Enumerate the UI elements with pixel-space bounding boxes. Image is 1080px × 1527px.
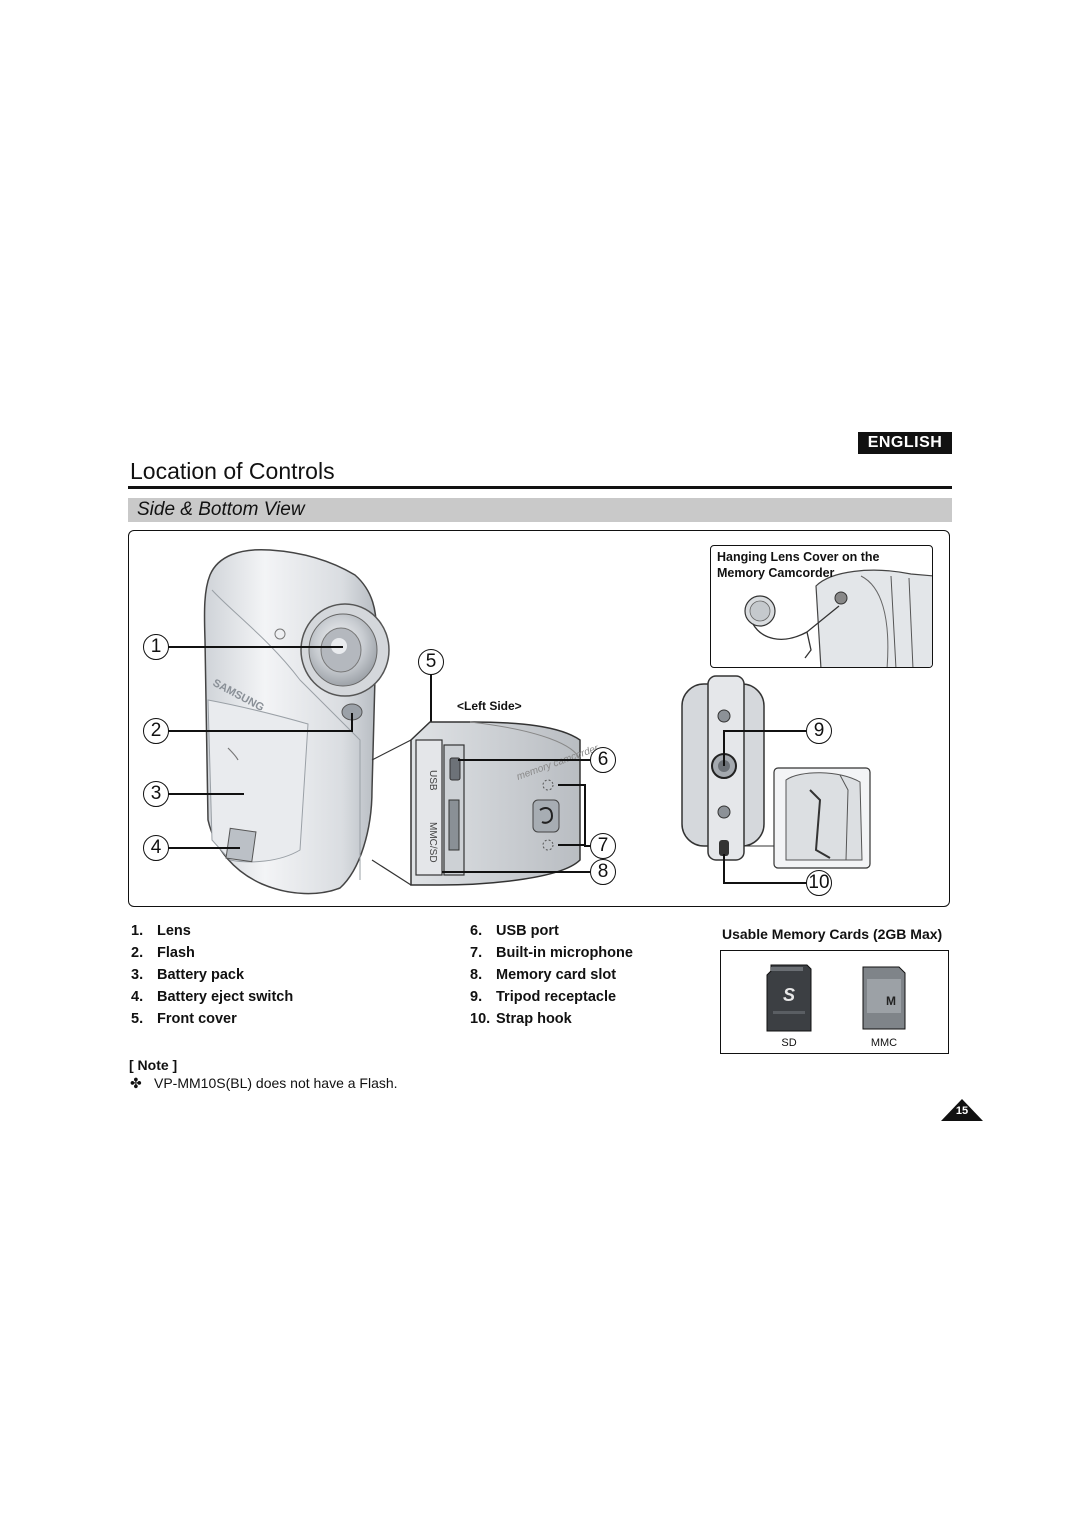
part-label: Flash <box>157 945 195 961</box>
language-badge: ENGLISH <box>858 432 952 454</box>
svg-text:M: M <box>886 994 896 1008</box>
part-label: Lens <box>157 923 191 939</box>
note-bullet-icon: ✤ <box>130 1075 142 1091</box>
lens-cover-illustration <box>744 569 932 667</box>
mmc-card-label: MMC <box>870 1037 898 1049</box>
list-item: 3.Battery pack <box>131 967 245 983</box>
list-item: 7.Built-in microphone <box>470 945 633 961</box>
parts-list-left: 1.Lens 2.Flash 3.Battery pack 4.Battery … <box>131 923 431 1043</box>
front-view-camcorder: SAMSUNG <box>203 548 390 895</box>
front-leader-lines <box>168 646 432 849</box>
callout-4: 4 <box>143 835 169 861</box>
page-title: Location of Controls <box>130 458 335 484</box>
side-leader-lines <box>442 759 590 873</box>
lens-cover-inset <box>710 545 933 668</box>
note-text: ✤ VP-MM10S(BL) does not have a Flash. <box>130 1075 398 1092</box>
diagram-frame <box>128 530 950 907</box>
callout-9: 9 <box>806 718 832 744</box>
lens-cover-caption: Hanging Lens Cover on the Memory Camcord… <box>717 549 907 581</box>
usb-text: USB <box>427 770 438 791</box>
list-item: 8.Memory card slot <box>470 967 617 983</box>
part-label: Battery pack <box>157 967 245 983</box>
note-body: VP-MM10S(BL) does not have a Flash. <box>154 1075 398 1091</box>
strap-hook-detail <box>773 767 871 869</box>
page-number-triangle-icon <box>941 1099 983 1121</box>
part-label: Battery eject switch <box>157 989 294 1005</box>
part-label: Tripod receptacle <box>496 989 617 1005</box>
page-number: 15 <box>940 1098 984 1122</box>
mmc-card-icon: M <box>862 966 906 1030</box>
mmc-sd-text: MMC/SD <box>427 822 438 863</box>
svg-text:S: S <box>783 985 795 1005</box>
parts-list-right: 6.USB port 7.Built-in microphone 8.Memor… <box>470 923 710 1043</box>
bottom-leader-lines <box>723 730 806 884</box>
callout-5: 5 <box>418 649 444 675</box>
part-label: Front cover <box>157 1011 237 1027</box>
list-item: 5.Front cover <box>131 1011 237 1027</box>
list-item: 2.Flash <box>131 945 195 961</box>
callout-2: 2 <box>143 718 169 744</box>
memory-cards-box: S M SD MMC <box>720 950 949 1054</box>
callout-7: 7 <box>590 833 616 859</box>
callout-10: 10 <box>806 870 832 896</box>
callout-1: 1 <box>143 634 169 660</box>
page-number-text: 15 <box>955 1105 969 1117</box>
sd-card-label: SD <box>781 1037 797 1049</box>
memory-cards-title: Usable Memory Cards (2GB Max) <box>722 926 943 942</box>
sd-card-icon: S <box>766 964 812 1032</box>
callout-8: 8 <box>590 859 616 885</box>
lens-cover-caption-line2: Memory Camcorder <box>717 566 835 580</box>
note-title: [ Note ] <box>129 1057 178 1073</box>
list-item: 1.Lens <box>131 923 191 939</box>
title-rule <box>128 486 952 489</box>
left-side-label: <Left Side> <box>457 699 522 713</box>
lens-cover-caption-line1: Hanging Lens Cover on the <box>717 550 880 564</box>
part-label: Built-in microphone <box>496 945 633 961</box>
part-label: USB port <box>496 923 559 939</box>
callout-3: 3 <box>143 781 169 807</box>
callout-6: 6 <box>590 747 616 773</box>
left-side-camcorder: USB MMC/SD memory camcorder <box>410 721 601 886</box>
part-label: Memory card slot <box>496 967 617 983</box>
section-title: Side & Bottom View <box>137 499 305 520</box>
list-item: 4.Battery eject switch <box>131 989 294 1005</box>
section-bar: Side & Bottom View <box>128 498 952 522</box>
part-label: Strap hook <box>496 1011 572 1027</box>
list-item: 6.USB port <box>470 923 559 939</box>
list-item: 9.Tripod receptacle <box>470 989 617 1005</box>
list-item: 10.Strap hook <box>470 1011 572 1027</box>
bottom-view-camcorder <box>681 675 765 861</box>
